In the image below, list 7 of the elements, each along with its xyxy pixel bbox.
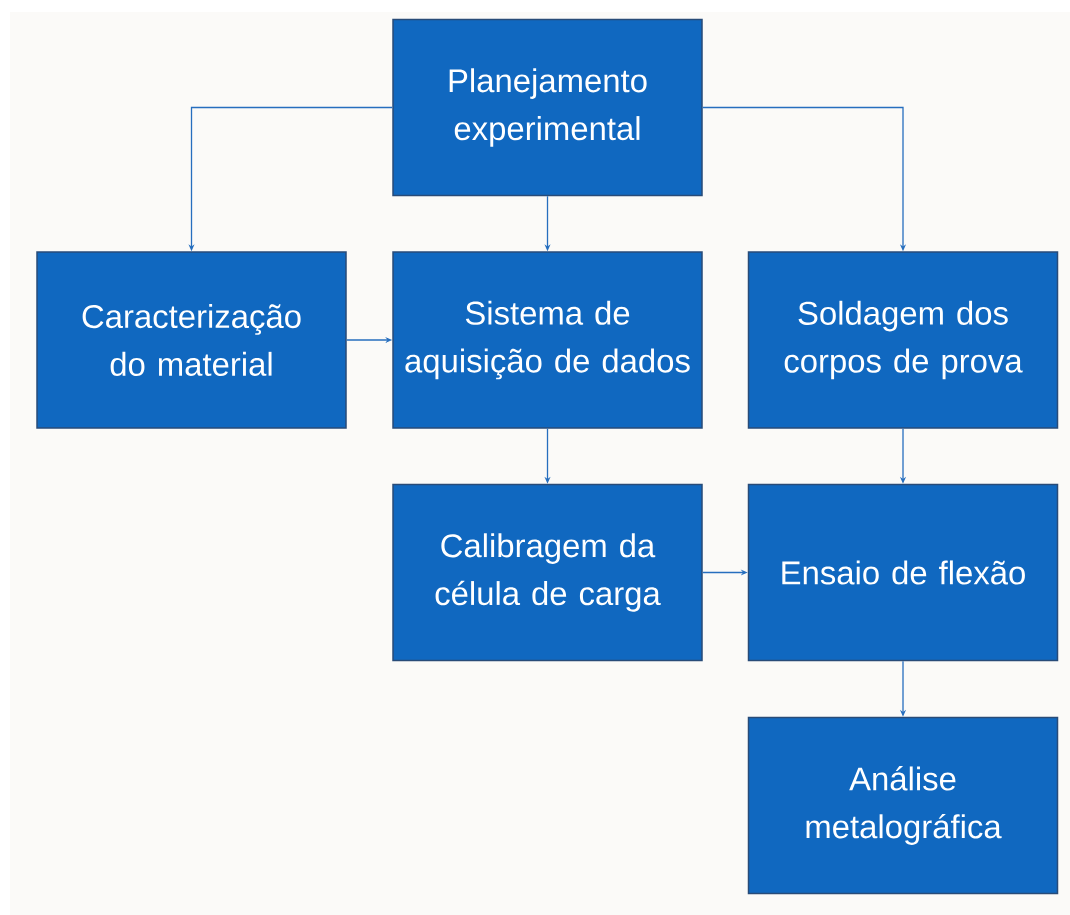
process-box: Caracterização do material xyxy=(36,251,347,429)
process-box: Análise metalográfica xyxy=(747,716,1059,895)
process-box: Soldagem dos corpos de prova xyxy=(747,251,1059,429)
process-box: Ensaio de flexão xyxy=(747,483,1059,662)
process-box: Planejamento experimental xyxy=(392,18,703,197)
process-box: Sistema de aquisição de dados xyxy=(392,251,703,429)
process-box: Calibragem da célula de carga xyxy=(392,483,703,662)
